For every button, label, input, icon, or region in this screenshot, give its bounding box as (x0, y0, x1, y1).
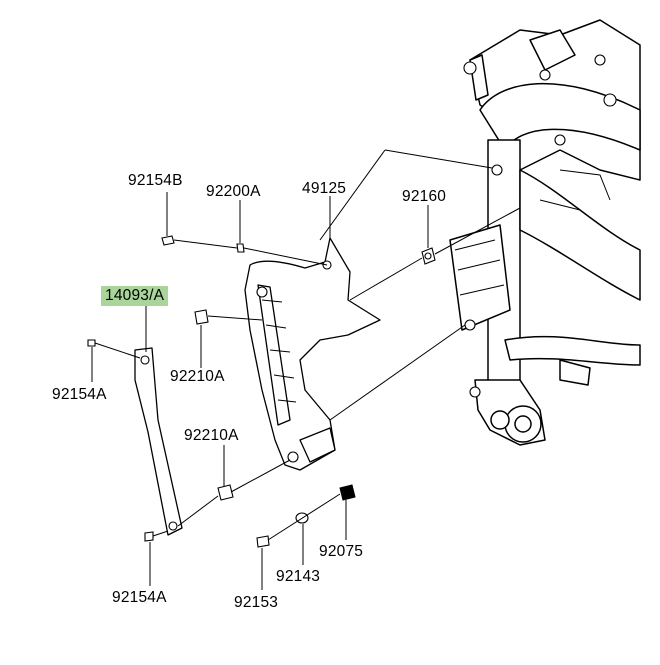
part-label-92200a[interactable]: 92200A (206, 183, 261, 200)
part-label-92210a-upper[interactable]: 92210A (170, 368, 225, 385)
part-label-49125[interactable]: 49125 (302, 180, 347, 197)
part-label-92075[interactable]: 92075 (319, 543, 364, 560)
bracket-14093a-part (134, 347, 183, 536)
part-label-92154a-lower[interactable]: 92154A (112, 589, 167, 606)
part-label-92153[interactable]: 92153 (234, 594, 279, 611)
leader-lines (91, 149, 521, 590)
part-label-92143[interactable]: 92143 (276, 568, 321, 585)
part-label-92160[interactable]: 92160 (402, 188, 447, 205)
motorcycle-frame (449, 19, 641, 446)
part-label-92154a-upper[interactable]: 92154A (52, 386, 107, 403)
cover-49125-part (244, 237, 381, 471)
part-label-92210a-lower[interactable]: 92210A (184, 427, 239, 444)
part-label-14093a-highlighted[interactable]: 14093/A (101, 286, 169, 306)
part-label-92154b[interactable]: 92154B (128, 172, 183, 189)
